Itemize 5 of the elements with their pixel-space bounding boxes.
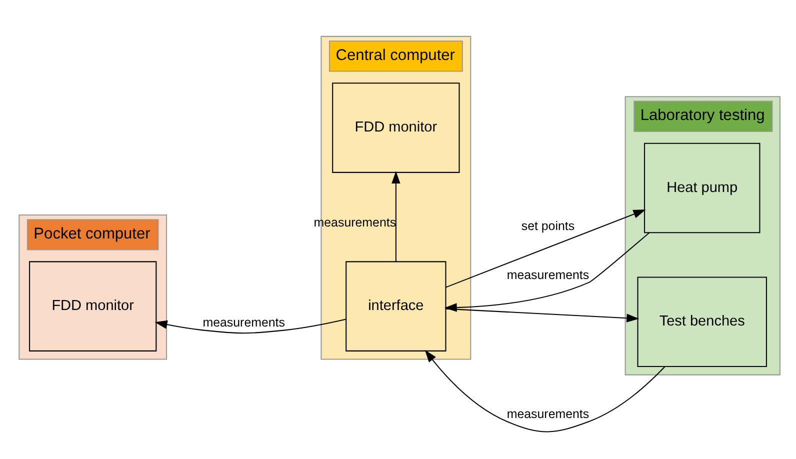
edge-label: measurements [506,406,590,420]
edge-label: measurements [506,267,590,282]
edge-label: set points [521,218,575,233]
edge-label: measurements [314,215,396,230]
edge-label: measurements [202,315,285,330]
